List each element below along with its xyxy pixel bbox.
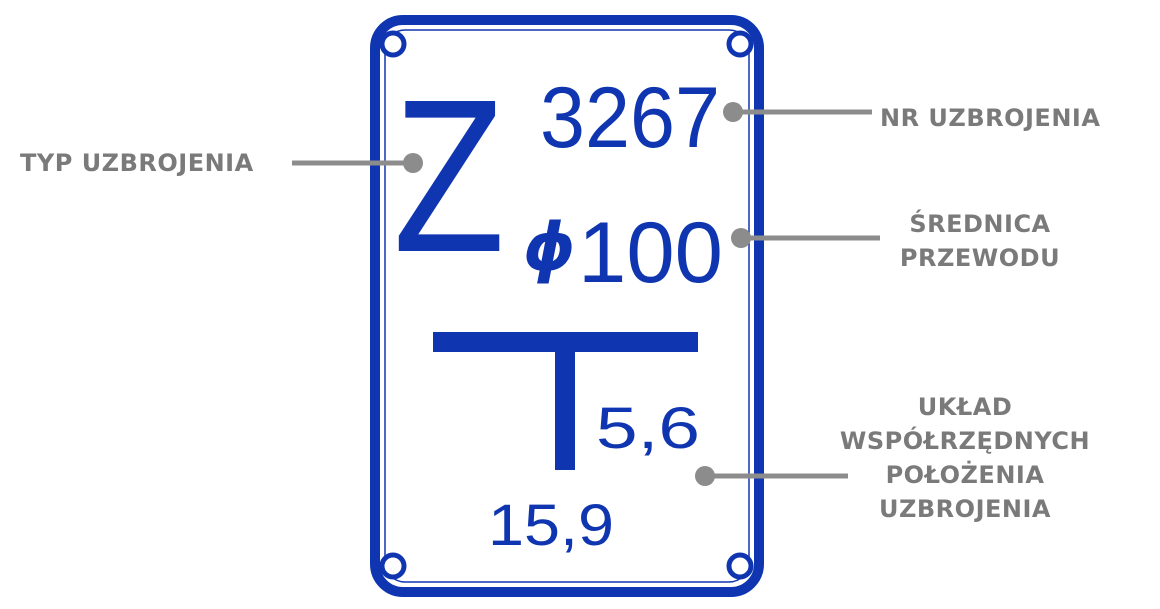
mounting-hole-bottom-left <box>379 552 407 580</box>
callout-layout-line-2: WSPÓŁRZĘDNYCH <box>839 427 1091 455</box>
callout-diameter-line-2: PRZEWODU <box>899 244 1061 272</box>
coordinate-bottom: 15,9 <box>488 493 614 558</box>
mounting-hole-top-right <box>726 30 754 58</box>
diameter-value: 100 <box>578 205 723 301</box>
equipment-number: 3267 <box>540 70 720 166</box>
diameter-symbol: ϕ <box>523 209 576 286</box>
callout-type-label: TYP UZBROJENIA <box>20 146 254 180</box>
leader-dot-type <box>403 153 423 173</box>
callout-layout-line-1: UKŁAD <box>917 393 1013 421</box>
callout-diameter-label: ŚREDNICA PRZEWODU <box>890 207 1070 275</box>
callout-type-line: TYP UZBROJENIA <box>20 149 254 177</box>
mounting-hole-top-left <box>379 30 407 58</box>
leader-dot-number <box>723 102 743 122</box>
callout-diameter-line-1: ŚREDNICA <box>909 210 1051 238</box>
callout-number-line: NR UZBROJENIA <box>880 104 1101 132</box>
plate-inner-border <box>384 29 750 583</box>
tee-letter <box>433 332 698 470</box>
mounting-hole-bottom-right <box>726 552 754 580</box>
callout-layout-label: UKŁAD WSPÓŁRZĘDNYCH POŁOŻENIA UZBROJENIA <box>820 390 1110 526</box>
type-letter: Z <box>393 55 505 298</box>
leader-dot-diameter <box>731 228 751 248</box>
plate-border <box>370 15 764 597</box>
callout-number-label: NR UZBROJENIA <box>880 101 1100 135</box>
coordinate-right: 5,6 <box>596 396 700 461</box>
callout-layout-line-3: POŁOŻENIA <box>885 461 1045 489</box>
callout-layout-line-4: UZBROJENIA <box>879 495 1051 523</box>
leader-dot-layout <box>695 466 715 486</box>
